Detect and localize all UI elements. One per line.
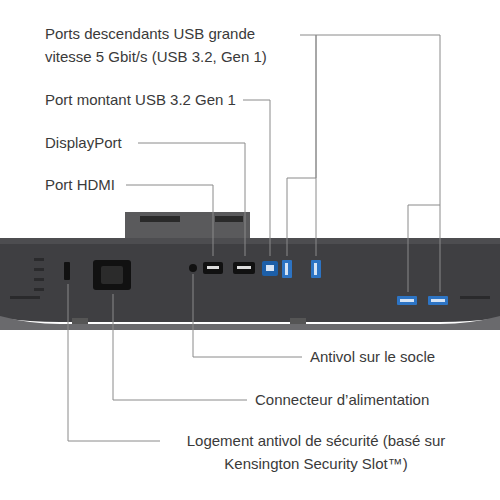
callout-label: Connecteur d’alimentation <box>255 388 490 411</box>
callout-label: Port HDMI <box>45 173 145 196</box>
usb-a-inner <box>285 263 288 275</box>
leader-line <box>126 185 213 256</box>
callout-label: DisplayPort <box>45 131 145 154</box>
displayport-pins <box>237 266 251 269</box>
vents <box>10 258 490 299</box>
usb-b-port <box>262 261 278 276</box>
callout-label: Ports descendants USB grande vitesse 5 G… <box>45 22 300 68</box>
leader-line <box>138 143 245 256</box>
foot <box>290 318 306 324</box>
leader-line <box>68 284 160 441</box>
stand-lock <box>189 264 197 272</box>
leader-line <box>287 35 440 292</box>
usb-a-port <box>428 296 448 305</box>
power-pins <box>101 266 123 284</box>
power-connector <box>93 260 131 290</box>
leader-line <box>193 274 302 357</box>
callout-label: Logement antivol de sécurité (basé sur K… <box>166 429 466 475</box>
callout-label: Antivol sur le socle <box>310 345 490 368</box>
usb-a-port <box>282 260 292 278</box>
usb-a-inner <box>314 263 317 275</box>
leader-line <box>113 294 247 400</box>
monitor-body <box>0 238 500 322</box>
usb-a-port <box>311 260 321 278</box>
stand-slot <box>215 216 243 222</box>
hdmi-port <box>203 262 223 274</box>
displayport-port <box>233 262 255 274</box>
stand-neck <box>125 212 250 242</box>
foot <box>72 318 88 324</box>
usb-b-inner <box>266 265 274 271</box>
monitor-lip <box>0 316 500 330</box>
usb-a-port <box>397 296 417 305</box>
stand-slot <box>140 216 180 222</box>
hdmi-pins <box>207 266 219 269</box>
usb-a-inner <box>431 299 445 302</box>
callout-label: Port montant USB 3.2 Gen 1 <box>45 88 245 111</box>
leader-line <box>243 100 270 256</box>
monitor-top-edge <box>0 238 500 244</box>
usb-a-inner <box>400 299 414 302</box>
kensington-slot <box>64 262 70 280</box>
